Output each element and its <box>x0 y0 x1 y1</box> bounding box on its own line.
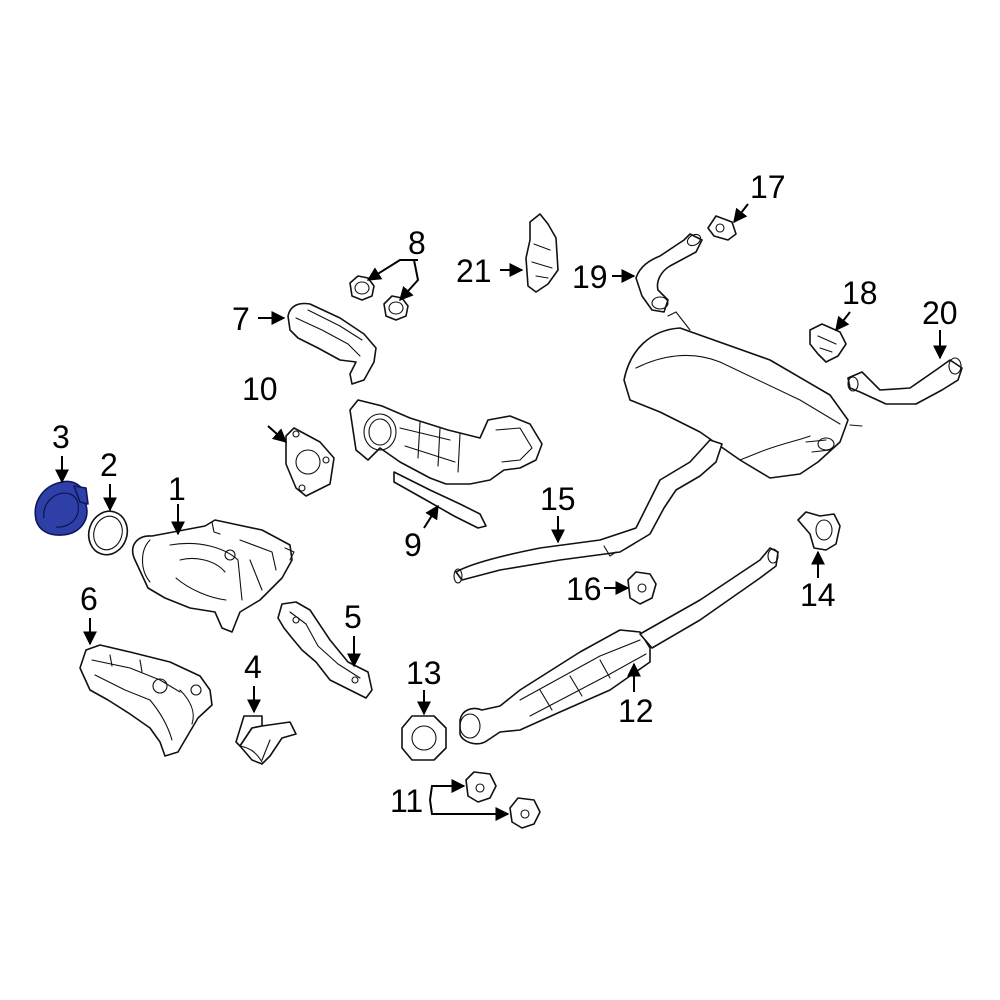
label-11[interactable]: 11 <box>390 783 423 819</box>
label-21[interactable]: 21 <box>456 253 492 289</box>
part-12-center-muffler[interactable] <box>459 547 779 745</box>
label-19[interactable]: 19 <box>572 259 608 295</box>
label-4[interactable]: 4 <box>244 649 262 685</box>
part-21-heat-shield[interactable] <box>525 213 559 293</box>
rear-muffler[interactable] <box>623 311 863 479</box>
part-11-insulators[interactable] <box>465 771 541 829</box>
part-number-labels: 3 2 1 6 4 5 7 8 10 9 21 19 17 18 20 15 1… <box>52 169 958 819</box>
label-15[interactable]: 15 <box>540 481 576 517</box>
part-18-bracket[interactable] <box>809 323 847 363</box>
label-6[interactable]: 6 <box>80 581 98 617</box>
part-1-catalytic-converter[interactable] <box>131 519 295 633</box>
part-9-front-pipe[interactable] <box>349 399 543 529</box>
part-13-gasket[interactable] <box>401 715 447 761</box>
leader-9 <box>423 504 439 529</box>
leader-17 <box>733 203 749 224</box>
label-10[interactable]: 10 <box>242 371 278 407</box>
part-5-heat-shield-plate[interactable] <box>277 601 373 699</box>
part-17-clip[interactable] <box>707 215 737 241</box>
label-7[interactable]: 7 <box>232 301 250 337</box>
label-17[interactable]: 17 <box>750 169 786 205</box>
leader-11a <box>429 779 466 801</box>
part-15-pipe[interactable] <box>453 439 723 584</box>
label-1[interactable]: 1 <box>168 471 186 507</box>
label-12[interactable]: 12 <box>618 693 654 729</box>
part-7-heat-shield-cover[interactable] <box>287 302 377 385</box>
leader-8b <box>399 259 420 302</box>
leader-10 <box>267 425 288 443</box>
label-20[interactable]: 20 <box>922 295 958 331</box>
label-18[interactable]: 18 <box>842 275 878 311</box>
label-3[interactable]: 3 <box>52 419 70 455</box>
part-4-bracket[interactable] <box>235 715 297 765</box>
label-14[interactable]: 14 <box>800 577 836 613</box>
label-13[interactable]: 13 <box>406 655 442 691</box>
part-14-hanger[interactable] <box>797 511 841 551</box>
label-9[interactable]: 9 <box>404 527 422 563</box>
leader-11b <box>429 799 510 821</box>
part-19-hanger[interactable] <box>635 232 703 313</box>
part-2-gasket[interactable] <box>83 506 133 560</box>
part-16-insulator[interactable] <box>627 571 657 605</box>
part-20-tailpipe[interactable] <box>847 357 963 405</box>
leader-lines <box>55 203 947 821</box>
label-2[interactable]: 2 <box>100 447 118 483</box>
label-5[interactable]: 5 <box>344 599 362 635</box>
part-6-heat-shield[interactable] <box>79 644 213 757</box>
leader-8a <box>366 259 418 281</box>
part-8-nuts[interactable] <box>349 275 409 321</box>
label-16[interactable]: 16 <box>566 571 602 607</box>
part-10-gasket[interactable] <box>285 427 335 497</box>
part-3-clamp-highlighted[interactable] <box>34 480 89 536</box>
label-8[interactable]: 8 <box>408 225 426 261</box>
leader-18 <box>835 311 851 332</box>
